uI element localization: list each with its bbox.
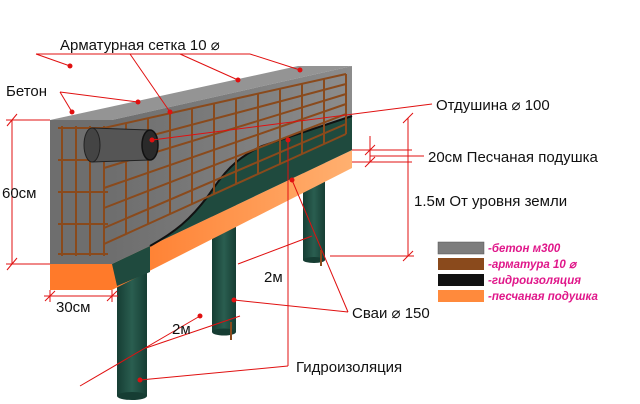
label-pile-spacing-near: 2м <box>172 321 191 338</box>
legend: -бетон м300 -арматура 10 ⌀ -гидроизоляци… <box>437 241 599 303</box>
label-ground-level: 1.5м От уровня земли <box>414 193 567 210</box>
legend-label-concrete: -бетон м300 <box>488 243 561 255</box>
label-sand-cushion: 20см Песчаная подушка <box>428 149 599 166</box>
label-piles: Сваи ⌀ 150 <box>352 305 430 322</box>
rebar-longitudinal-bar <box>103 103 347 189</box>
legend-swatch-sand <box>438 290 484 302</box>
label-height: 60см <box>2 185 37 202</box>
legend-label-waterproofing: -гидроизоляция <box>488 275 581 287</box>
label-rebar-mesh: Арматурная сетка 10 ⌀ <box>60 37 220 54</box>
dimensions <box>6 112 414 349</box>
waterproofing-layer <box>112 116 352 264</box>
waterproofing-wrap <box>112 246 150 286</box>
legend-label-rebar: -арматура 10 ⌀ <box>488 259 578 271</box>
label-width: 30см <box>56 299 91 316</box>
beam <box>50 66 353 290</box>
legend-swatch-concrete <box>437 241 485 255</box>
rebar-longitudinal-bar <box>103 73 347 129</box>
label-vent: Отдушина ⌀ 100 <box>436 97 550 114</box>
labels: Арматурная сетка 10 ⌀ Бетон Отдушина ⌀ 1… <box>2 37 599 376</box>
sand-cushion-front <box>50 264 112 290</box>
legend-swatch-waterproofing <box>438 274 484 286</box>
legend-swatch-rebar <box>438 258 484 270</box>
legend-label-sand: -песчаная подушка <box>488 291 599 303</box>
pile-middle-bottom <box>212 328 236 336</box>
leader-lines <box>35 53 433 387</box>
label-waterproofing: Гидроизоляция <box>296 359 402 376</box>
sand-cushion-side <box>112 150 352 290</box>
vent-pipe-opening <box>141 129 159 161</box>
vent-pipe <box>83 127 159 163</box>
label-concrete: Бетон <box>6 83 47 100</box>
label-pile-spacing-far: 2м <box>264 269 283 286</box>
pile-far-bottom <box>303 257 325 263</box>
vent-pipe-front <box>83 127 101 163</box>
leader-dots <box>67 63 303 383</box>
beam-top-face <box>50 66 352 120</box>
rebar-mesh <box>58 73 347 256</box>
rebar-longitudinal-bar <box>103 133 347 245</box>
pile-near-bottom <box>117 392 147 400</box>
rebar-longitudinal-bar <box>103 113 347 209</box>
rebar-longitudinal-bar <box>103 123 347 229</box>
